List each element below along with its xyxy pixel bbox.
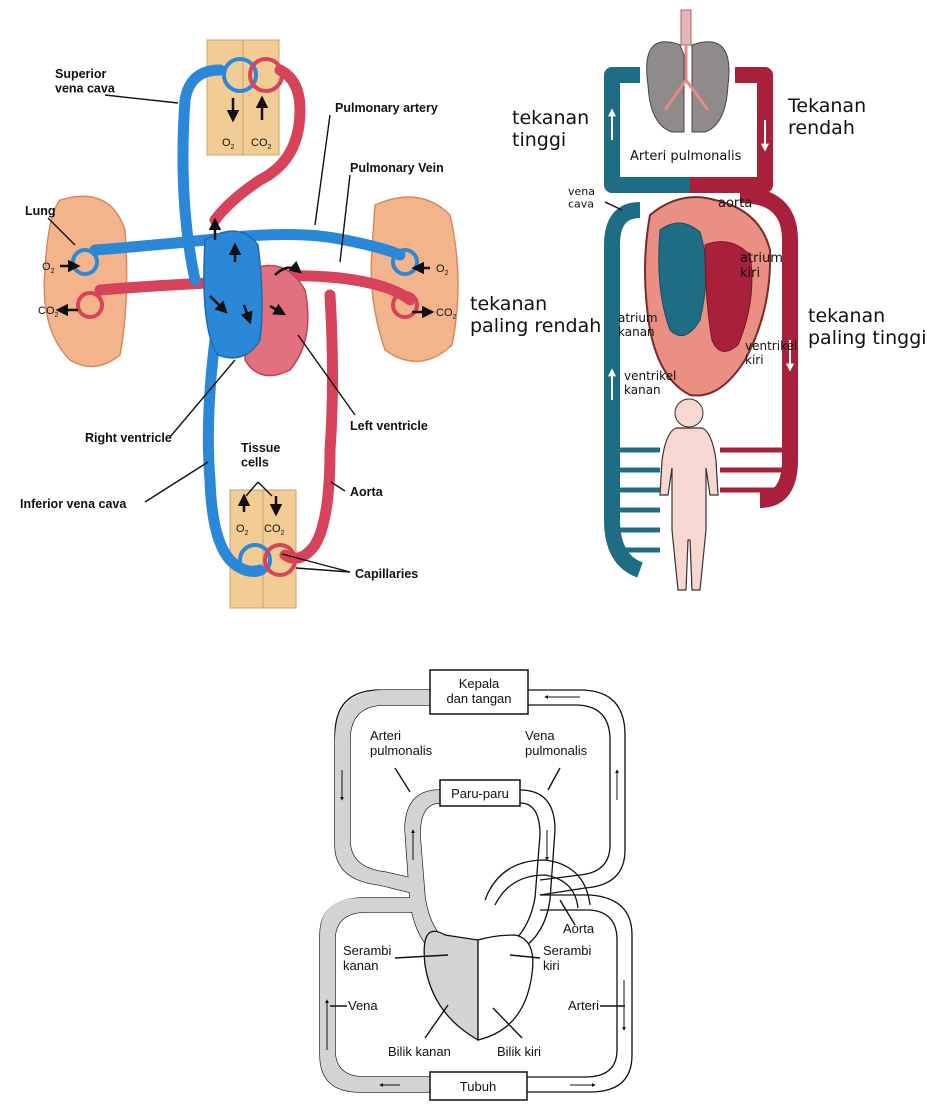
right-ventricle-shape <box>204 231 262 358</box>
right-heart-chamber <box>659 223 706 336</box>
label-pulmonary-artery: Pulmonary artery <box>335 101 438 115</box>
text-line: kanan <box>343 958 378 973</box>
text-line: kiri <box>543 958 560 973</box>
label-lung: Lung <box>25 204 56 218</box>
text-line: kanan <box>624 383 661 397</box>
text-line: kiri <box>745 353 764 367</box>
label-aorta-1: Aorta <box>350 485 384 499</box>
text-line: tinggi <box>512 129 566 151</box>
text-line: vena cava <box>55 81 116 95</box>
right-lung <box>371 197 458 361</box>
label-bilik-kiri: Bilik kiri <box>497 1044 541 1059</box>
shaded-pulmonary-artery <box>405 790 445 955</box>
text-line: pulmonalis <box>525 743 588 758</box>
left-lung <box>44 196 126 366</box>
label-tubuh: Tubuh <box>460 1079 496 1094</box>
text-line: cava <box>568 198 594 211</box>
label-pulmonary-vein: Pulmonary Vein <box>350 161 444 175</box>
text-line: dan tangan <box>446 691 511 706</box>
label-aorta-2: aorta <box>718 196 752 211</box>
trachea <box>681 10 691 45</box>
label-left-ventricle: Left ventricle <box>350 419 428 433</box>
label-capillaries: Capillaries <box>355 567 418 581</box>
label-inferior-vena-cava: Inferior vena cava <box>20 497 127 511</box>
text-line: kiri <box>740 266 760 281</box>
text-line: paling rendah <box>470 315 601 337</box>
heart-right-shaded <box>424 931 478 1040</box>
label-paru-paru: Paru-paru <box>451 786 509 801</box>
text-line: pulmonalis <box>370 743 433 758</box>
text-line: cells <box>241 455 269 469</box>
text-line: paling tinggi <box>808 327 927 349</box>
label-arteri: Arteri <box>568 998 599 1013</box>
body-capillaries-right <box>720 450 782 490</box>
label-arteri-pulmonalis-2: Arteri pulmonalis <box>630 149 742 164</box>
lung-left-2 <box>647 42 684 132</box>
label-bilik-kanan: Bilik kanan <box>388 1044 451 1059</box>
heart-left <box>478 935 533 1040</box>
label-aorta-3: Aorta <box>563 921 595 936</box>
label-vena: Vena <box>348 998 378 1013</box>
body-capillaries-left <box>620 450 660 550</box>
text-line: rendah <box>788 117 855 139</box>
human-body-figure <box>660 399 718 590</box>
text-line: kanan <box>618 325 655 339</box>
shaded-vein-body <box>320 898 430 1092</box>
lung-right-2 <box>692 42 729 132</box>
label-right-ventricle: Right ventricle <box>85 431 172 445</box>
